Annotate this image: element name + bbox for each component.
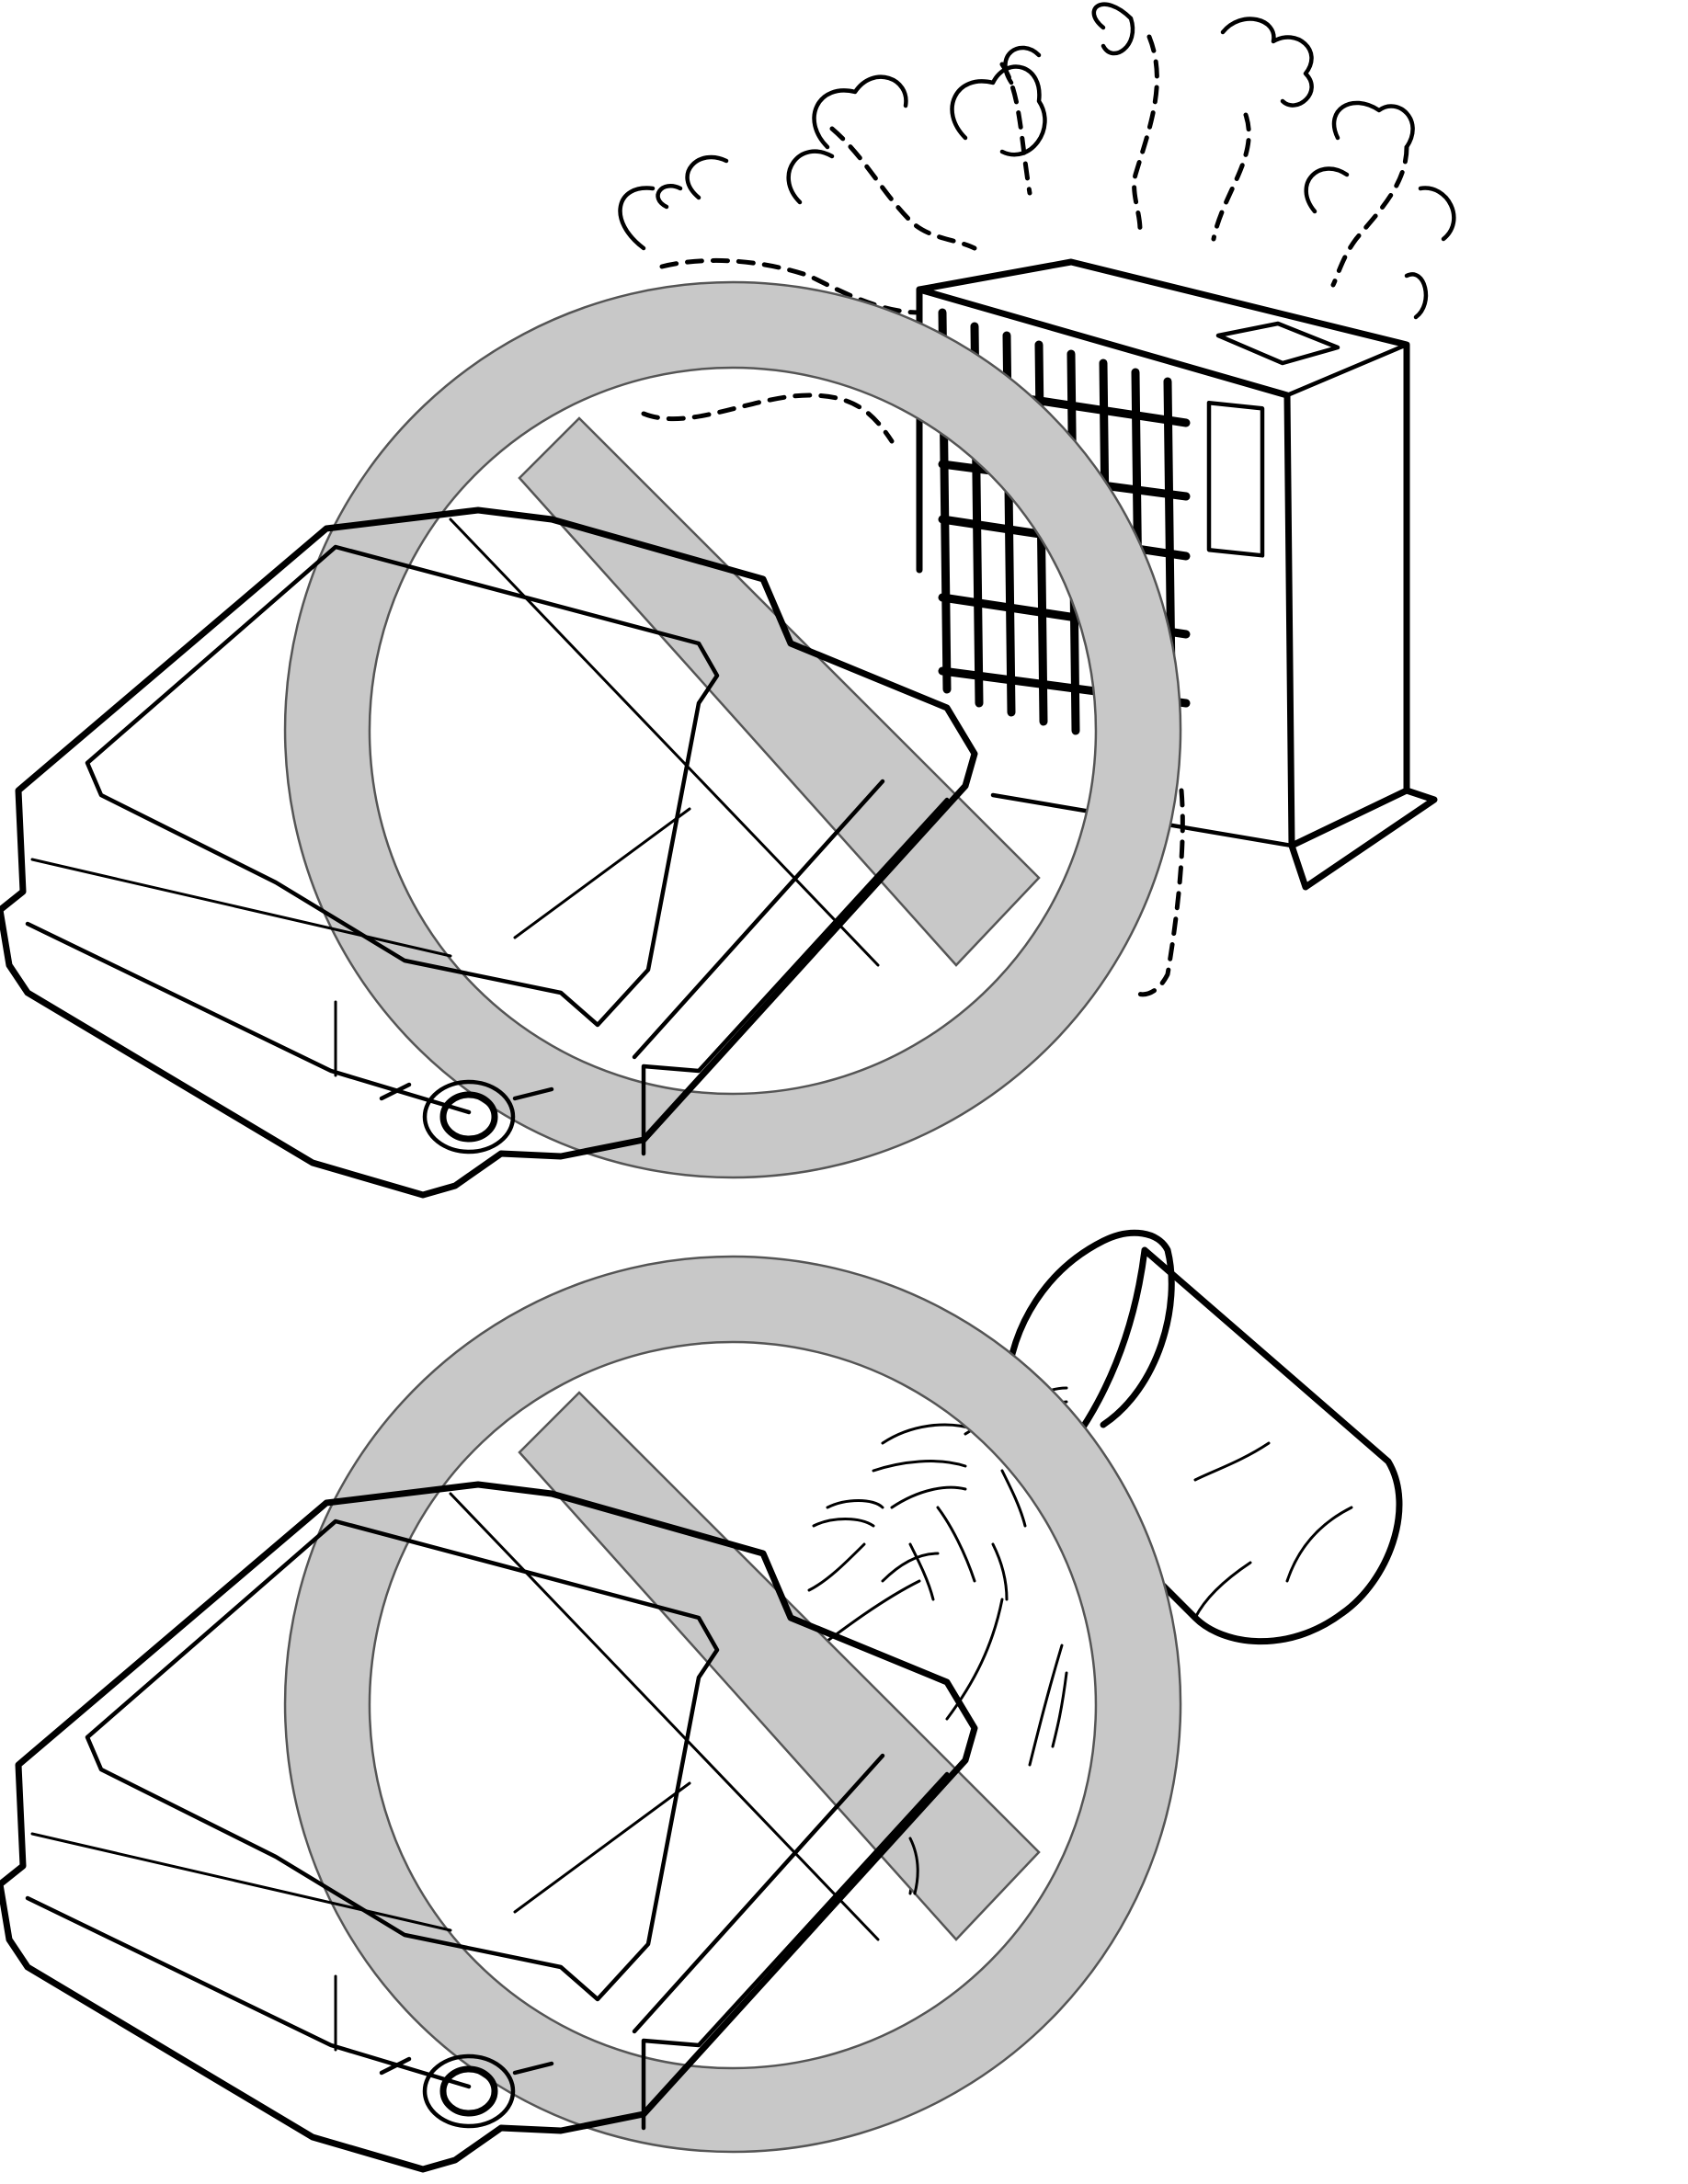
control-module-icon: [0, 506, 978, 1199]
prohibition-symbol: [283, 280, 1182, 1179]
cup-icon: [1003, 1229, 1403, 1645]
panel-heat-warning: [0, 2, 1456, 1199]
control-module-icon: [0, 1481, 978, 2173]
prohibition-symbol: [283, 1255, 1182, 2154]
panel-liquid-warning: [0, 1229, 1403, 2173]
